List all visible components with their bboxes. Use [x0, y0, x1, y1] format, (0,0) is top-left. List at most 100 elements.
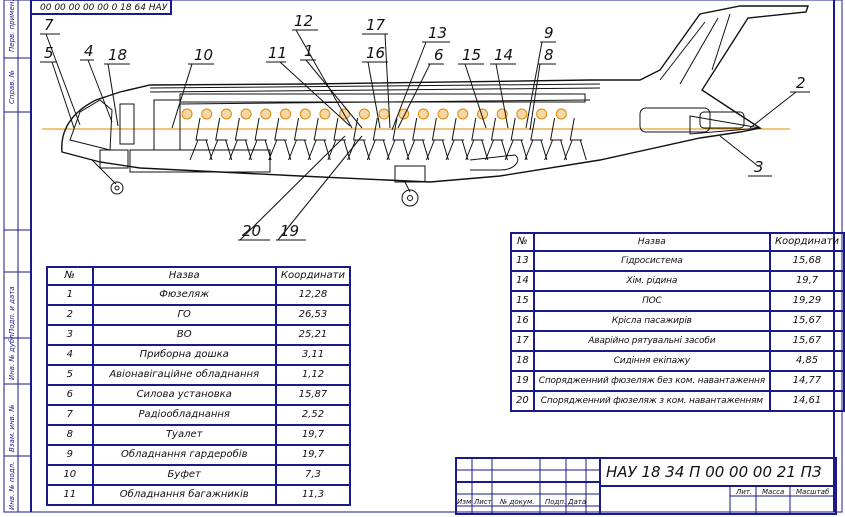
tb-label: Изм — [457, 498, 472, 506]
window-icon — [378, 108, 390, 120]
seat-icon — [425, 117, 449, 161]
seat-icon — [445, 117, 469, 161]
row-num: 4 — [46, 344, 94, 366]
window-icon — [555, 108, 567, 120]
tb-label: Лист — [473, 498, 493, 506]
row-name: Буфет — [91, 464, 277, 486]
side-label: Инв. № подл. — [8, 462, 16, 510]
row-coord: 19,7 — [274, 424, 352, 446]
callout-8: 8 — [544, 46, 554, 64]
header-name: Назва — [91, 266, 277, 286]
row-coord: 15,87 — [274, 384, 352, 406]
seat-icon — [327, 117, 351, 161]
tb-label: Масса — [762, 488, 784, 496]
table-header-row: № Назва Координати — [46, 266, 352, 286]
callout-5: 5 — [44, 44, 54, 62]
window-icon — [201, 108, 213, 120]
row-coord: 7,3 — [274, 464, 352, 486]
row-coord: 2,52 — [274, 404, 352, 426]
callout-12: 12 — [294, 12, 313, 30]
row-num: 15 — [510, 290, 535, 312]
side-labels: Перв. примен. Справ. № Подп. и дата Инв.… — [8, 0, 16, 510]
row-coord: 4,85 — [768, 350, 845, 372]
window-icon — [536, 108, 548, 120]
table-header-row: № Назва Координати — [510, 232, 845, 252]
header-num: № — [46, 266, 94, 286]
window-icon — [358, 108, 370, 120]
callout-1: 1 — [304, 42, 314, 60]
window-icon — [516, 108, 528, 120]
passenger-seats — [189, 117, 587, 161]
row-num: 2 — [46, 304, 94, 326]
callout-6: 6 — [434, 46, 444, 64]
row-num: 9 — [46, 444, 94, 466]
title-block — [455, 457, 837, 515]
row-num: 10 — [46, 464, 94, 486]
header-name: Назва — [532, 232, 771, 252]
header-coord: Координати — [274, 266, 352, 286]
row-coord: 11,3 — [274, 484, 352, 506]
row-name: Силова установка — [91, 384, 277, 406]
callout-17: 17 — [366, 16, 386, 34]
row-num: 1 — [46, 284, 94, 306]
row-coord: 15,68 — [768, 250, 845, 272]
tb-label: Подп. — [545, 498, 566, 506]
header-num: № — [510, 232, 535, 252]
callout-16: 16 — [366, 44, 385, 62]
window-icon — [477, 108, 488, 120]
seat-icon — [189, 117, 213, 161]
callout-13: 13 — [428, 24, 447, 42]
callout-3: 3 — [754, 158, 764, 176]
seat-icon — [485, 117, 508, 161]
row-name: Радіообладнання — [91, 404, 277, 426]
side-label: Инв. № дубл. — [8, 332, 16, 380]
seat-icon — [268, 117, 292, 161]
seat-icon — [209, 117, 233, 161]
row-coord: 3,11 — [274, 344, 352, 366]
row-num: 17 — [510, 330, 535, 352]
row-name: Фюзеляж — [91, 284, 277, 306]
row-num: 16 — [510, 310, 535, 332]
row-coord: 12,28 — [274, 284, 352, 306]
tb-label: Дата — [567, 498, 586, 506]
row-name: Гідросистема — [532, 250, 771, 272]
window-icon — [181, 108, 193, 120]
callout-20: 20 — [242, 222, 261, 240]
row-name: ГО — [91, 304, 277, 326]
row-coord: 1,12 — [274, 364, 352, 386]
row-name: Хім. рідина — [532, 270, 771, 292]
row-num: 8 — [46, 424, 94, 446]
row-name: Сидіння екіпажу — [532, 350, 771, 372]
callouts: 1 2 3 4 5 6 7 8 9 10 11 12 13 14 15 16 1… — [44, 12, 806, 240]
row-name: Крісла пасажирів — [532, 310, 771, 332]
seat-icon — [248, 117, 272, 161]
document-code: НАУ 18 34 П 00 00 00 21 ПЗ — [606, 463, 822, 481]
callout-4: 4 — [84, 42, 94, 60]
seat-icon — [563, 117, 587, 161]
window-icon — [437, 108, 449, 120]
window-icon — [220, 108, 232, 120]
tb-label: Лит. — [735, 488, 752, 496]
row-num: 13 — [510, 250, 535, 272]
row-num: 19 — [510, 370, 535, 392]
row-num: 18 — [510, 350, 535, 372]
seat-icon — [288, 117, 311, 161]
row-name: Приборна дошка — [91, 344, 277, 366]
seat-icon — [544, 117, 568, 161]
